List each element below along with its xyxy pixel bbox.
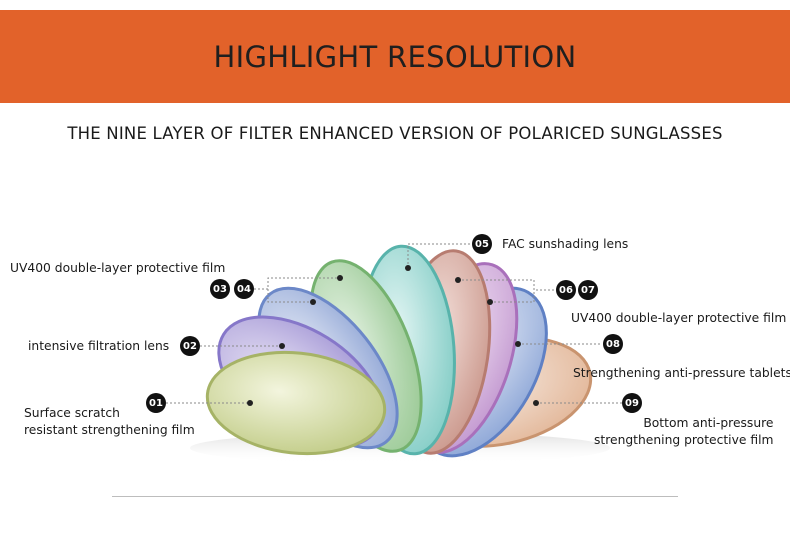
layer-badge-08: 08 bbox=[603, 334, 623, 354]
leader-lines bbox=[166, 243, 622, 404]
layer-label-07: UV400 double-layer protective film bbox=[571, 311, 787, 325]
layer-badge-09: 09 bbox=[622, 393, 642, 413]
layer-dots bbox=[247, 265, 539, 406]
layer-badge-01: 01 bbox=[146, 393, 166, 413]
layer-label-04: UV400 double-layer protective film bbox=[10, 261, 226, 275]
layer-label-09: Bottom anti-pressure strengthening prote… bbox=[594, 415, 773, 449]
layer-label-05: FAC sunshading lens bbox=[502, 237, 629, 251]
layer-label-09-line2: strengthening protective film bbox=[594, 433, 774, 447]
layer-label-09-line1: Bottom anti-pressure bbox=[643, 416, 774, 430]
header-banner: HIGHLIGHT RESOLUTION bbox=[0, 10, 790, 103]
page-subtitle: THE NINE LAYER OF FILTER ENHANCED VERSIO… bbox=[67, 124, 723, 143]
lens-layer-01 bbox=[205, 350, 387, 456]
layer-label-02: intensive filtration lens bbox=[28, 339, 170, 353]
divider bbox=[112, 496, 678, 497]
layer-badge-03: 03 bbox=[210, 279, 230, 299]
layer-label-01: Surface scratch resistant strengthening … bbox=[24, 405, 195, 439]
layer-badge-02: 02 bbox=[180, 336, 200, 356]
page-title: HIGHLIGHT RESOLUTION bbox=[213, 39, 577, 74]
layer-badge-07: 07 bbox=[578, 280, 598, 300]
layer-badge-04: 04 bbox=[234, 279, 254, 299]
layer-badge-06: 06 bbox=[556, 280, 576, 300]
layer-label-01-line1: Surface scratch bbox=[24, 406, 120, 420]
layer-badge-05: 05 bbox=[472, 234, 492, 254]
layer-label-01-line2: resistant strengthening film bbox=[24, 423, 195, 437]
layer-label-08: Strengthening anti-pressure tablets bbox=[573, 366, 790, 380]
